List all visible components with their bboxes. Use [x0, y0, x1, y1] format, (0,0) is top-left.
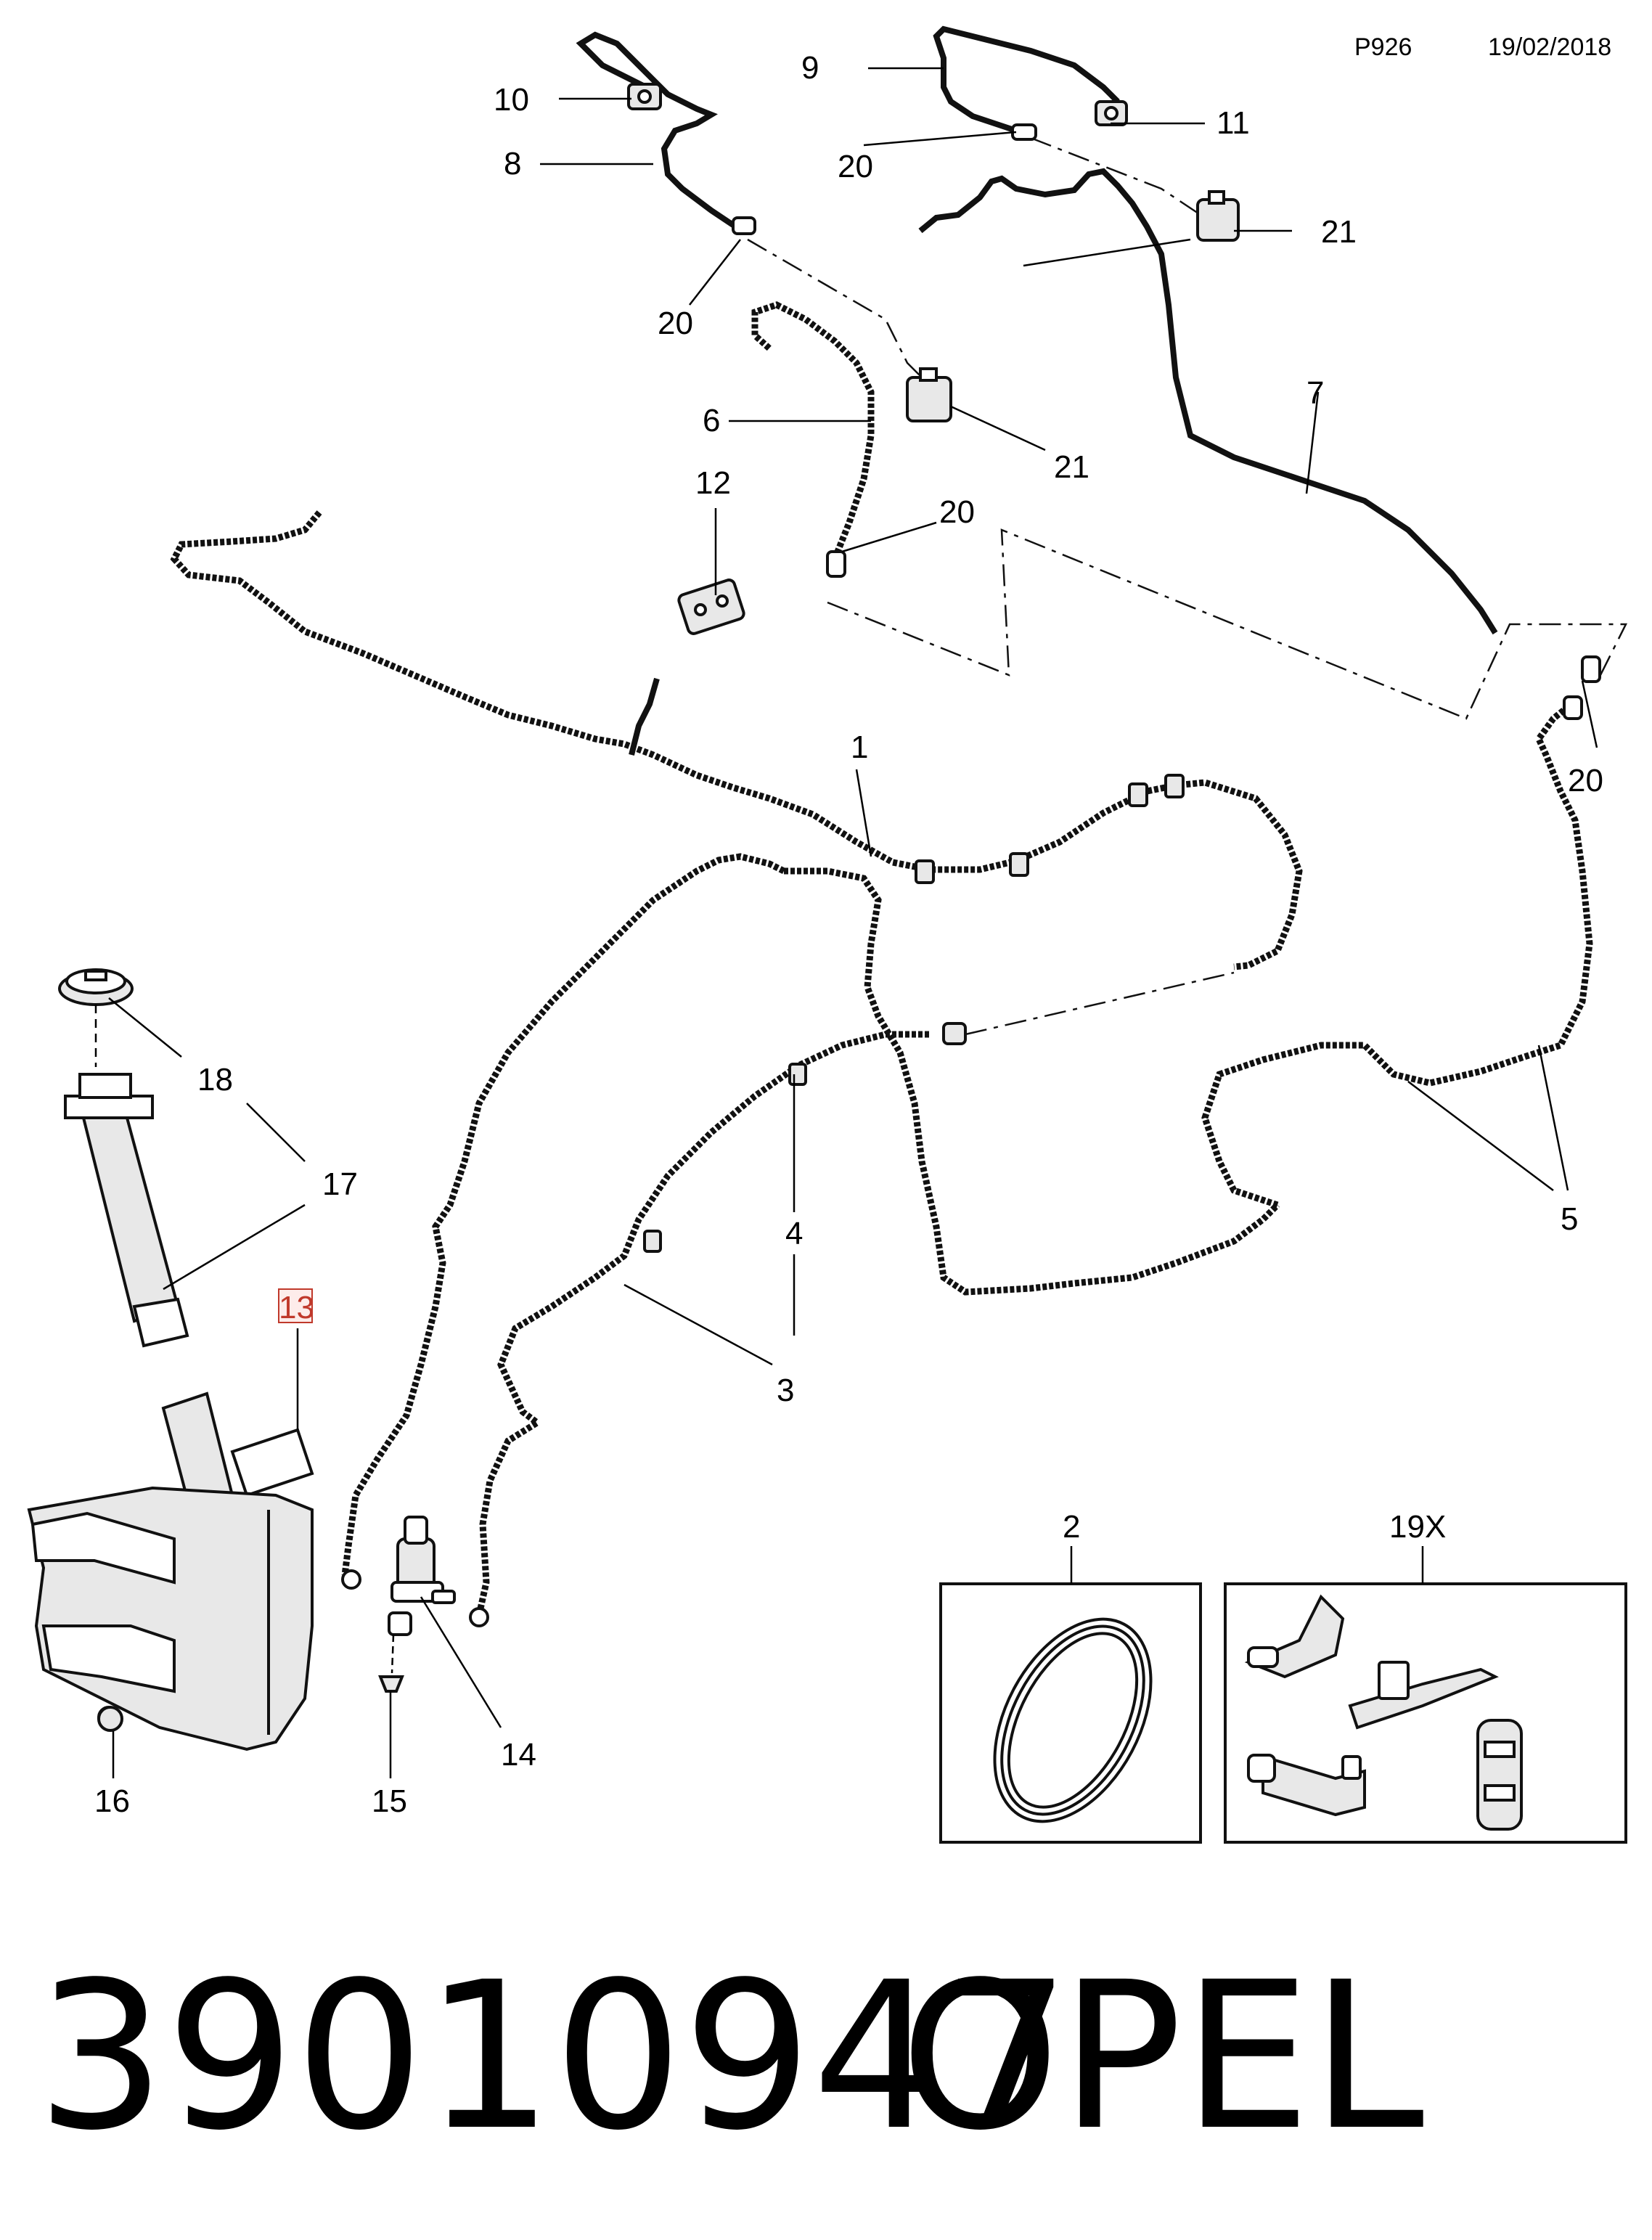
kit-box-2 [939, 1582, 1202, 1844]
callout-12: 12 [695, 465, 731, 501]
hose-3-mid [784, 867, 1280, 1296]
callout-10: 10 [494, 82, 529, 118]
callout-3: 3 [777, 1373, 794, 1408]
connection-line-9-21 [1030, 136, 1206, 219]
clip-hose-3-end [942, 1022, 967, 1045]
clip-hose-1-d [1164, 774, 1185, 798]
clip-hose-1-c [1128, 782, 1148, 807]
part-number: 39010947 [36, 1939, 1071, 2175]
hose-7 [918, 168, 1498, 635]
connection-line-6-7 [827, 528, 1628, 720]
callout-20-left: 20 [658, 306, 693, 341]
kit-box-19x [1224, 1582, 1627, 1844]
callout-4: 4 [785, 1216, 803, 1251]
callout-20-upper: 20 [838, 149, 873, 184]
callout-18: 18 [197, 1062, 233, 1097]
leader-lines [108, 67, 1598, 1778]
nut-16 [97, 1706, 123, 1732]
callout-8: 8 [504, 146, 521, 181]
connector-20-d [1563, 655, 1601, 720]
callout-2: 2 [1063, 1509, 1080, 1545]
callout-9: 9 [801, 50, 819, 86]
connector-20-a [732, 216, 756, 235]
hose-1-branch [629, 677, 660, 756]
callout-21-upper: 21 [1321, 214, 1357, 250]
callout-16: 16 [94, 1783, 130, 1819]
callout-21-lower: 21 [1054, 449, 1089, 485]
hose-3-upper [341, 853, 786, 1576]
clip-hose-1-a [915, 859, 935, 884]
hose-6 [751, 301, 875, 560]
clip-4-b [643, 1230, 662, 1253]
callout-14: 14 [501, 1737, 536, 1773]
pump-14 [341, 1516, 489, 1636]
callout-17: 17 [322, 1166, 358, 1202]
filler-neck-17 [64, 1073, 189, 1348]
filler-cap-18 [58, 968, 134, 1006]
callout-7: 7 [1307, 375, 1324, 411]
clip-hose-1-b [1009, 852, 1029, 877]
clip-4-a [788, 1063, 807, 1086]
hose-5 [1201, 701, 1593, 1209]
callout-20-right: 20 [1568, 763, 1603, 798]
callout-19x: 19X [1389, 1509, 1446, 1545]
hose-1 [170, 510, 1303, 970]
hose-3 [475, 1031, 929, 1616]
hose-coil-2 [993, 1617, 1153, 1823]
callout-13-highlight-box [278, 1288, 313, 1323]
hose-9 [933, 25, 1120, 134]
callout-20-mid: 20 [939, 494, 975, 530]
grommet-15 [378, 1675, 404, 1693]
callout-1: 1 [851, 729, 868, 765]
valve-21-lower [906, 367, 952, 422]
callout-11: 11 [1216, 105, 1250, 141]
callout-5: 5 [1561, 1201, 1578, 1237]
connection-line-1-3 [965, 971, 1235, 1036]
hose-8 [576, 31, 744, 234]
reservoir-13 [27, 1391, 314, 1751]
diagram-code: P926 [1354, 33, 1412, 61]
callout-15: 15 [372, 1783, 407, 1819]
connection-line-8-21 [747, 238, 937, 393]
diagram-date: 19/02/2018 [1488, 33, 1611, 61]
bracket-12 [677, 579, 745, 635]
jet-11 [1095, 100, 1128, 126]
connector-20-c [826, 550, 846, 578]
jet-10 [627, 83, 662, 110]
callout-13: 13 [279, 1290, 314, 1325]
connector-kit-19x [1244, 1594, 1523, 1831]
callout-6: 6 [703, 403, 720, 438]
valve-21-upper [1196, 190, 1240, 242]
brand-name: OPEL [900, 1939, 1426, 2175]
dash-pump-to-grommet [390, 1634, 395, 1674]
